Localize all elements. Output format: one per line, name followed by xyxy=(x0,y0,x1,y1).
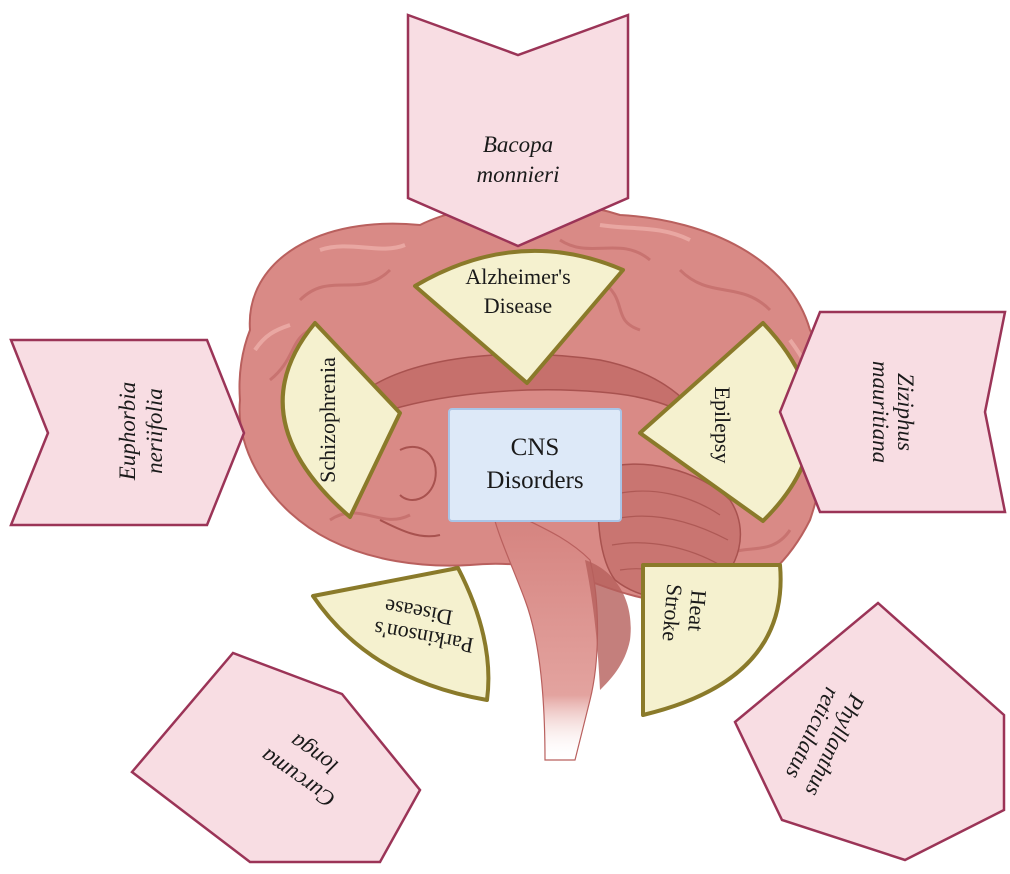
alzheimers-label-line2: Disease xyxy=(484,293,552,318)
center-box xyxy=(449,409,621,521)
alzheimers-label-line1: Alzheimer's xyxy=(465,264,570,289)
plant-arrow-bacopa: Bacopa monnieri xyxy=(408,15,628,246)
schizophrenia-label: Schizophrenia xyxy=(315,357,340,483)
plant-arrow-euphorbia: Euphorbia neriifolia xyxy=(11,340,244,525)
bacopa-label-line2: monnieri xyxy=(476,162,559,187)
plant-arrow-ziziphus: Ziziphus mauritiana xyxy=(780,312,1005,512)
epilepsy-label: Epilepsy xyxy=(710,387,735,464)
center-label-line2: Disorders xyxy=(486,467,583,494)
bacopa-label-line1: Bacopa xyxy=(483,132,553,157)
ziziphus-label-line1: Ziziphus xyxy=(893,373,918,451)
center-label-line1: CNS xyxy=(511,434,560,461)
euphorbia-label-line1: Euphorbia xyxy=(115,382,140,481)
ziziphus-label-line2: mauritiana xyxy=(868,361,893,463)
plant-arrow-phyllanthus: Phyllanthus reticulatus xyxy=(735,603,1004,860)
euphorbia-label-line2: neriifolia xyxy=(142,388,167,474)
sector-heat-stroke: Heat Stroke xyxy=(643,565,781,715)
plant-arrow-curcuma: Curcuma longa xyxy=(132,653,420,862)
center-node: CNS Disorders xyxy=(449,409,621,521)
sector-parkinsons: Parkinson's Disease xyxy=(313,568,488,700)
heat-stroke-label-line2: Stroke xyxy=(658,583,688,642)
